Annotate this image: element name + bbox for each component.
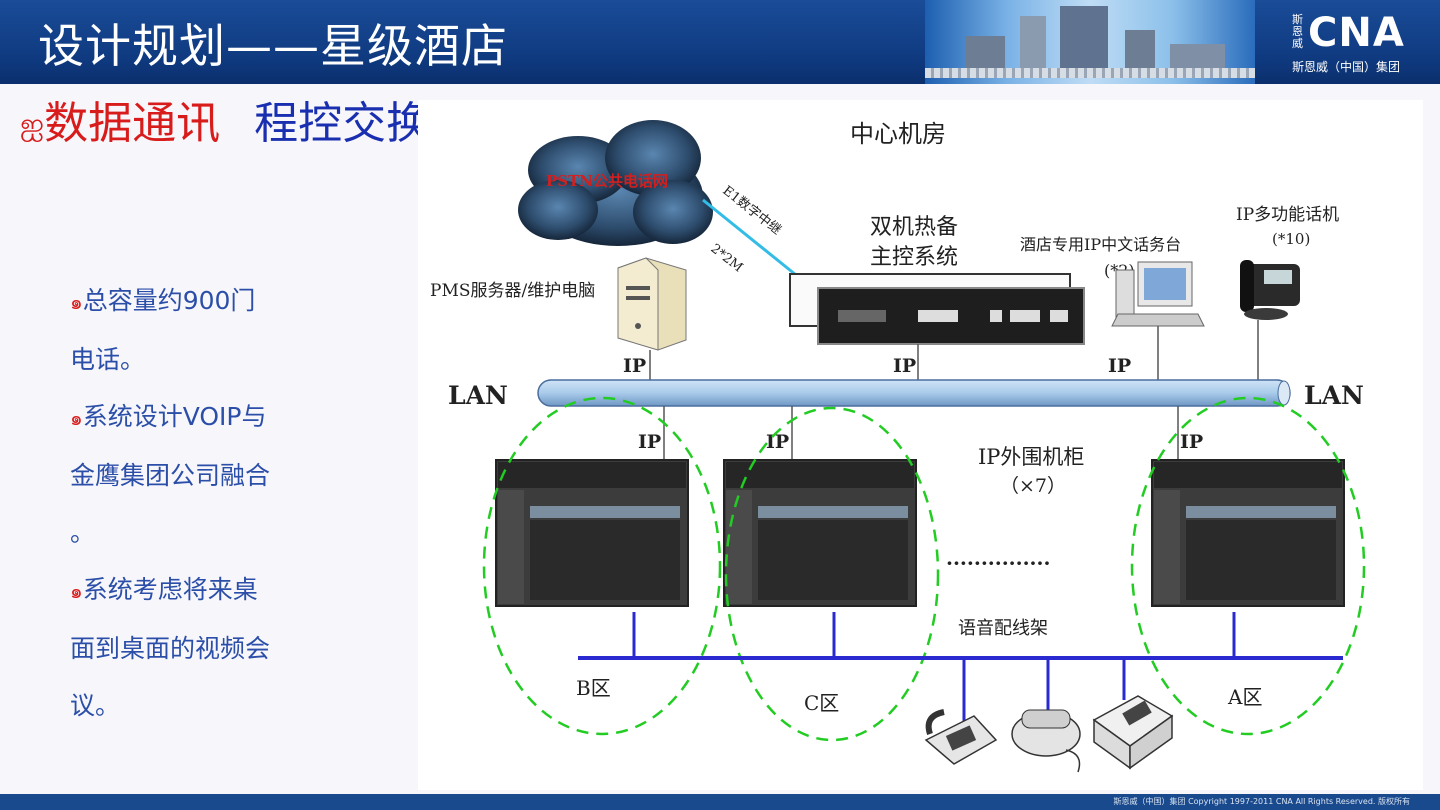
pms-label: PMS服务器/维护电脑	[430, 281, 595, 301]
zone-b-label: B区	[576, 676, 611, 700]
dual-host-label-2: 主控系统	[870, 245, 958, 270]
zone-a-label: A区	[1227, 685, 1262, 709]
dual-host-label-1: 双机热备	[870, 215, 958, 240]
bullet-item-cont: 金鹰集团公司融合	[70, 461, 271, 490]
mdf-label: 语音配线架	[958, 618, 1048, 639]
bullet-item-cont: 面到桌面的视频会	[70, 634, 271, 663]
heading-bullet-icon: ஐ	[20, 107, 45, 142]
ip-phone-label-1: IP多功能话机	[1236, 205, 1339, 225]
network-diagram-svg: PSTN公共电话网 E1数字中继 2*2M 中心机房 PMS服务器/维护电脑 双…	[430, 120, 1366, 773]
bullet-icon: ๑	[70, 290, 83, 314]
bullet-icon: ๑	[70, 406, 83, 430]
cabinet-a-icon	[1151, 459, 1345, 607]
footer-bar: 斯恩威（中国）集团 Copyright 1997-2011 CNA All Ri…	[0, 794, 1440, 810]
bullet-item-cont: 电话。	[70, 345, 146, 374]
center-room-label: 中心机房	[850, 120, 946, 148]
ip-phone-label-2: (*10)	[1272, 230, 1310, 248]
bullet-item: ๑总容量约900门	[70, 286, 256, 315]
bullet-icon: ๑	[70, 579, 83, 603]
pstn-label: PSTN公共电话网	[546, 172, 668, 190]
logo-brand: CNA	[1308, 10, 1405, 56]
pstn-cloud-icon	[518, 120, 713, 246]
bullet-list: ๑总容量约900门 电话。 ๑系统设计VOIP与 金鹰集团公司融合 。 ๑系统考…	[70, 272, 310, 734]
zone-c-boundary	[724, 406, 940, 742]
logo-chinese-vertical: 斯恩威	[1292, 13, 1303, 50]
cabinet-b-icon	[495, 459, 689, 607]
page-title: 设计规划——星级酒店	[38, 19, 508, 73]
network-diagram: PSTN公共电话网 E1数字中继 2*2M 中心机房 PMS服务器/维护电脑 双…	[418, 100, 1423, 790]
operator-console-icon	[1111, 261, 1205, 327]
main-control-switch-icon	[789, 273, 1085, 345]
ip-label-cabinet-b: IP	[638, 431, 661, 453]
section-heading: ஐ数据通讯程控交换机	[20, 96, 474, 153]
lan-backbone	[537, 379, 1291, 407]
heading-red-title: 数据通讯	[44, 98, 221, 149]
footer-copyright: 斯恩威（中国）集团 Copyright 1997-2011 CNA All Ri…	[1113, 797, 1410, 806]
header-bar: 设计规划——星级酒店 斯恩威 CNA 斯恩威（中国）集团	[0, 0, 1440, 84]
zone-a-boundary	[1130, 396, 1366, 736]
bullet-item: ๑系统设计VOIP与	[70, 402, 267, 431]
lan-right-label: LAN	[1304, 381, 1364, 410]
ellipsis-dots: ···············	[946, 551, 1050, 575]
console-label-1: 酒店专用IP中文话务台	[1020, 235, 1181, 254]
header-city-photo	[925, 0, 1255, 84]
ip-label-pms: IP	[623, 355, 646, 377]
zone-b-boundary	[482, 396, 722, 736]
company-logo: 斯恩威 CNA 斯恩威（中国）集团	[1268, 0, 1440, 84]
bullet-item-cont: 。	[70, 518, 96, 547]
bullet-item-cont: 议。	[70, 691, 121, 720]
ip-label-cabinet-a: IP	[1180, 431, 1203, 453]
ip-label-cabinet-c: IP	[766, 431, 789, 453]
cabinet-label-1: IP外围机柜	[978, 445, 1084, 469]
fax-machine-icon	[1092, 695, 1174, 770]
ip-phone-icon	[1240, 260, 1300, 320]
analog-phone-icon	[1011, 709, 1081, 773]
ip-label-console: IP	[1108, 355, 1131, 377]
bullet-item: ๑系统考虑将来桌	[70, 575, 258, 604]
ip-label-host: IP	[893, 355, 916, 377]
e1-link-line	[702, 198, 797, 277]
logo-subtitle: 斯恩威（中国）集团	[1292, 60, 1401, 74]
lan-left-label: LAN	[448, 381, 508, 410]
e1-capacity-label: 2*2M	[708, 241, 746, 275]
cabinet-label-2: （×7）	[1000, 475, 1066, 497]
desk-phone-icon	[924, 709, 998, 765]
e1-label: E1数字中继	[720, 183, 784, 238]
cabinet-c-icon	[723, 459, 917, 607]
server-icon	[617, 257, 687, 351]
zone-c-label: C区	[804, 691, 839, 715]
